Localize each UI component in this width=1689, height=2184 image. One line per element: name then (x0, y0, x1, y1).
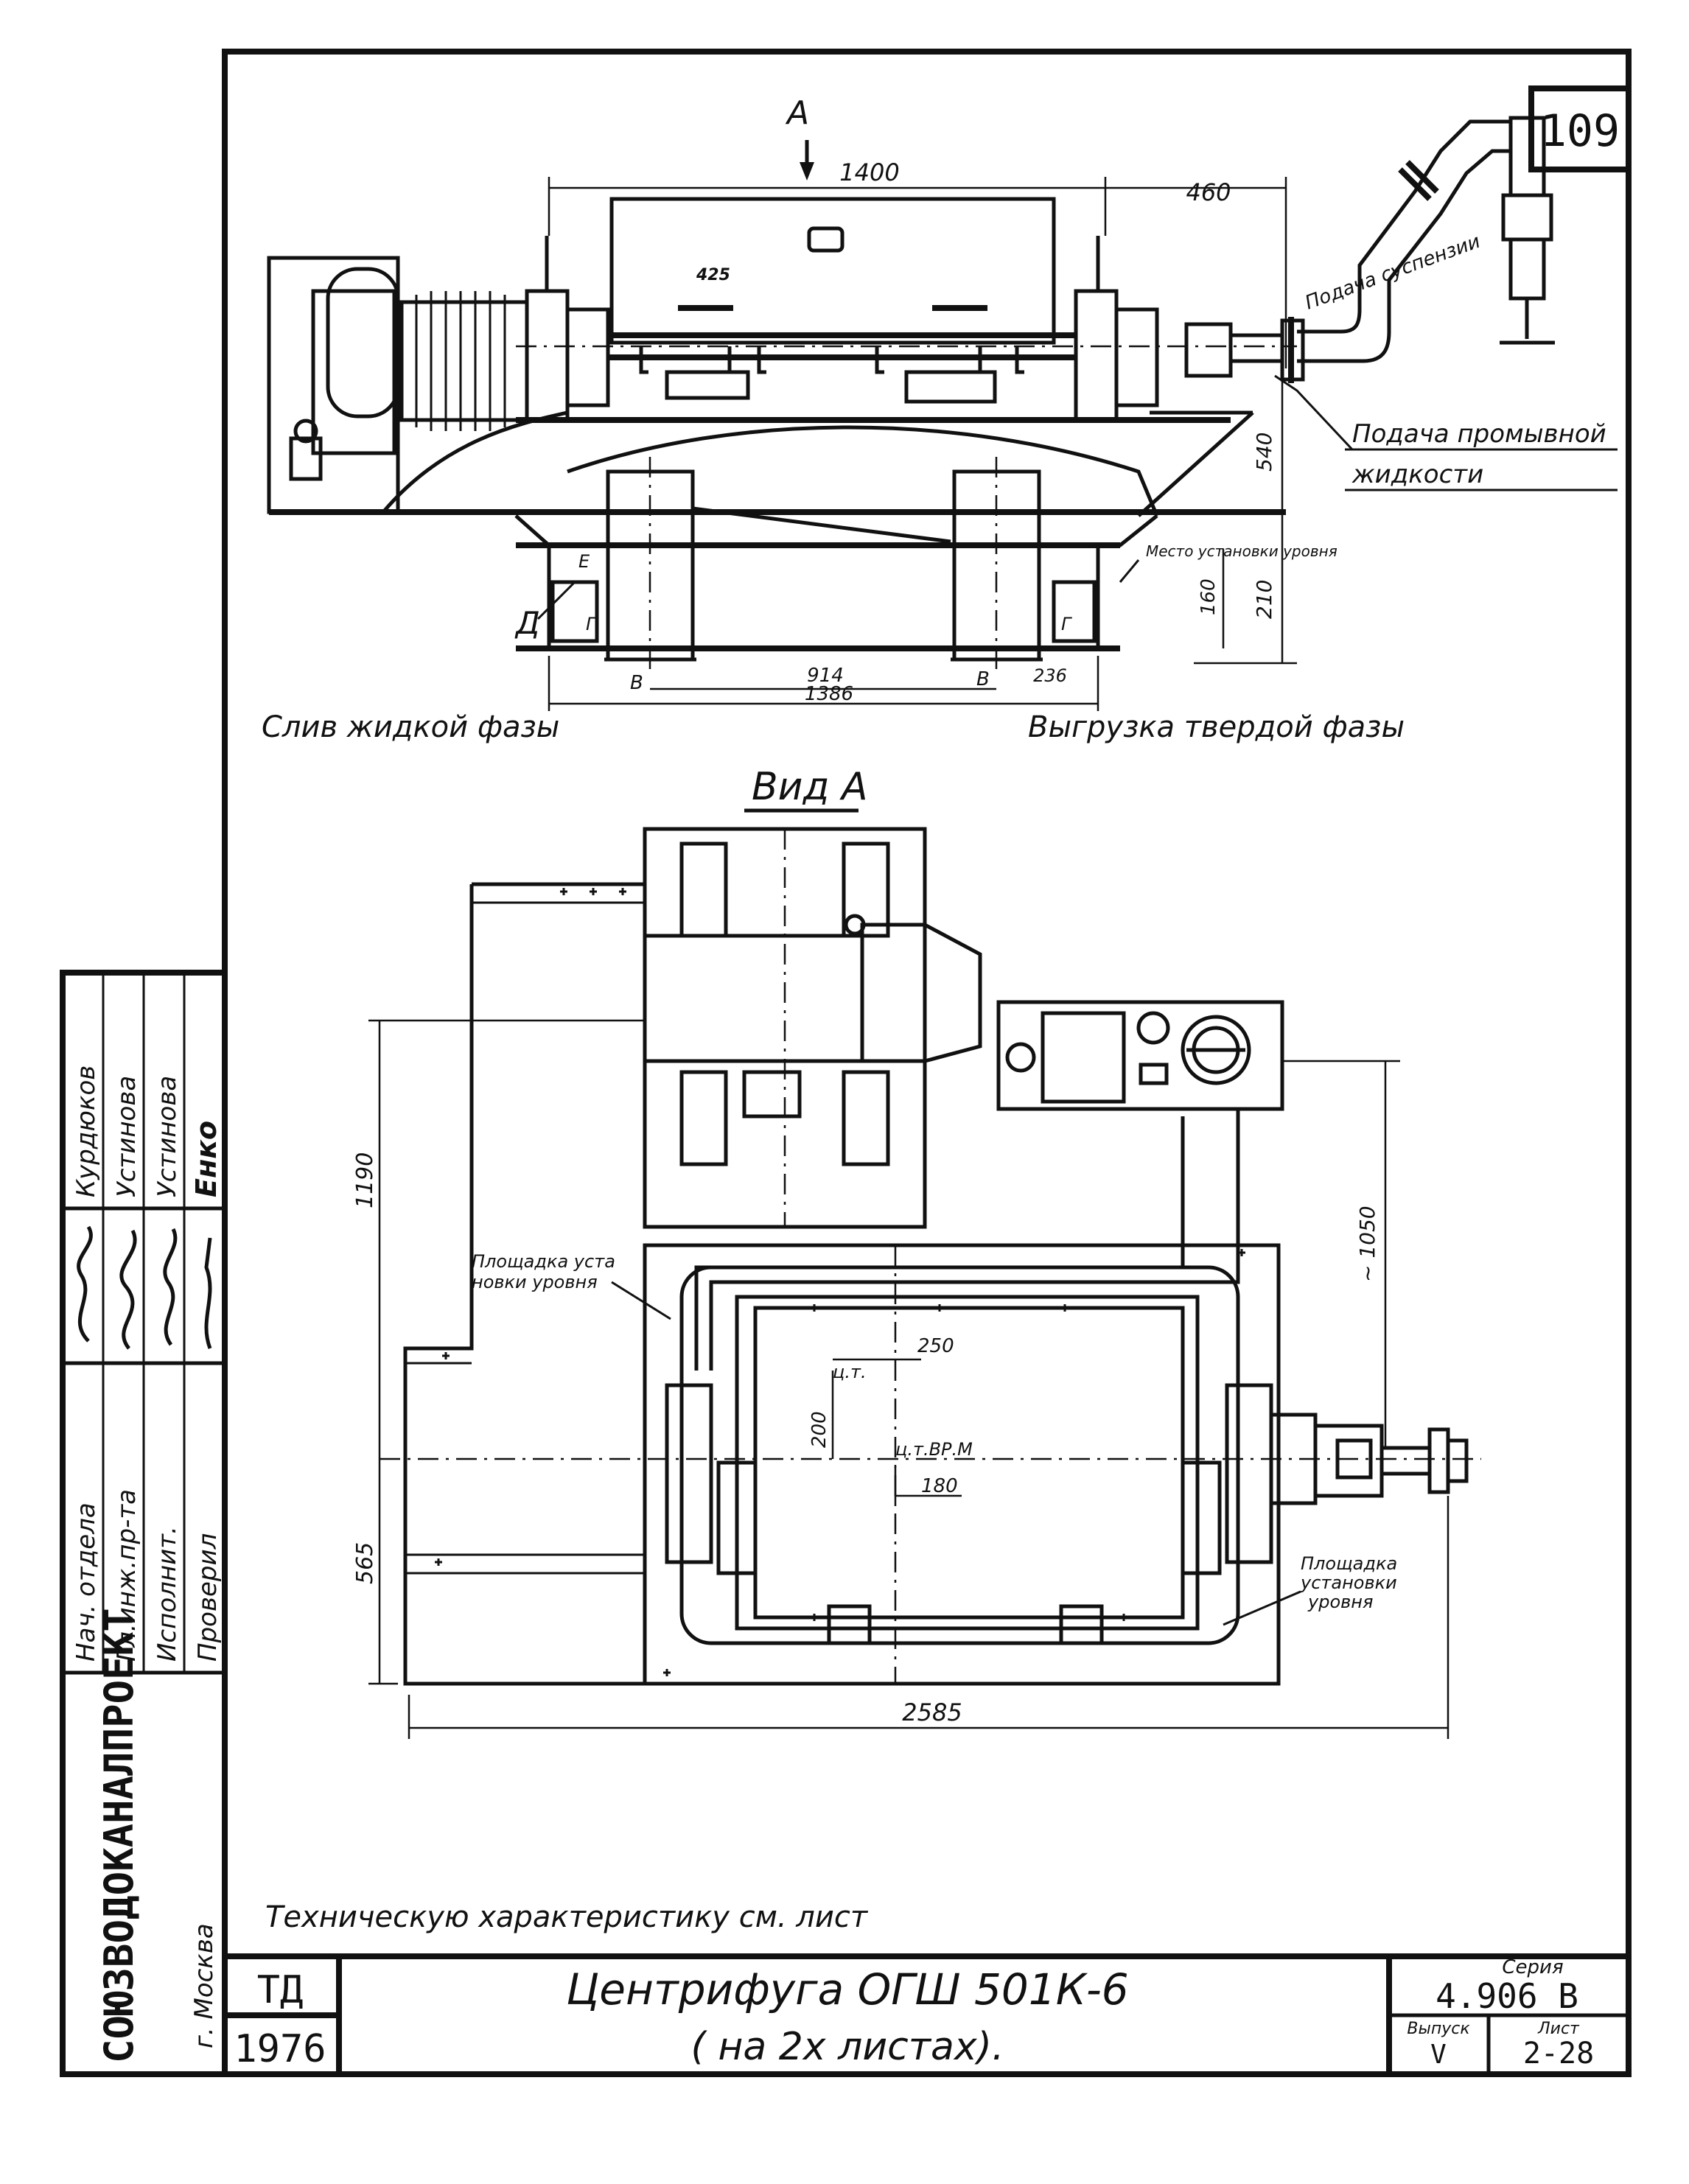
dim-540: 540 (1252, 433, 1276, 472)
label-platform-right-1: Площадка (1301, 1553, 1397, 1574)
mark-b-right: В (976, 668, 990, 690)
series-label: Серия (1502, 1956, 1563, 1978)
sheet-label: Лист (1537, 2020, 1580, 2038)
stamp-organization: СОЮЗВОДОКАНАЛПРОЕКТ (96, 1608, 142, 2063)
label-platform-right-3: уровня (1307, 1592, 1373, 1612)
mark-e-left: Е (578, 551, 590, 572)
series-value: 4.906 В (1436, 1976, 1578, 2016)
label-liquid-drain: Слив жидкой фазы (262, 710, 559, 744)
signature-1 (77, 1225, 93, 1343)
dim-565: 565 (352, 1542, 378, 1584)
label-platform-left-2: новки уровня (472, 1272, 598, 1292)
dim-1400: 1400 (839, 158, 899, 186)
stamp-role-2: Гл.инж.пр-та (112, 1489, 141, 1662)
issue-value: V (1430, 2040, 1447, 2070)
plan-view-a: Вид А (352, 765, 1481, 1739)
mark-b-left: В (630, 672, 643, 694)
stamp-year: 1976 (234, 2027, 326, 2071)
stamp-city: г. Москва (189, 1923, 219, 2048)
label-platform-right-2: установки (1300, 1572, 1397, 1593)
label-cg-rotor: ц.т.ВР.М (895, 1439, 973, 1460)
dim-236: 236 (1033, 665, 1067, 686)
mark-g-left: Г (586, 614, 597, 634)
stamp-name-2: Устинова (112, 1076, 141, 1197)
stamp-role-3: Исполнит. (153, 1526, 182, 1662)
label-slurry-feed: Подача суспензии (1302, 231, 1483, 315)
dim-160: 160 (1197, 578, 1220, 615)
sheet-value: 2-28 (1523, 2037, 1594, 2071)
dim-mark: 425 (696, 266, 730, 284)
stamp-role-1: Нач. отдела (71, 1502, 101, 1662)
label-wash-feed-1: Подача промывной (1352, 419, 1606, 449)
dim-1190: 1190 (352, 1152, 378, 1208)
dim-1050: ~ 1050 (1355, 1205, 1379, 1282)
issue-label: Выпуск (1407, 2020, 1470, 2038)
stamp-role-4: Проверил (193, 1533, 223, 1662)
signature-4 (204, 1237, 212, 1349)
view-a-title: Вид А (752, 765, 868, 809)
stamp-name-1: Курдюков (71, 1065, 101, 1197)
mark-section-d: Д (514, 605, 540, 641)
label-wash-feed-2: жидкости (1351, 460, 1483, 489)
dim-200: 200 (808, 1411, 830, 1448)
sheet-number: 109 (1540, 105, 1620, 157)
label-platform-left-1: Площадка уста (472, 1251, 615, 1272)
mark-g-right: Г (1061, 614, 1072, 634)
dim-180: 180 (921, 1475, 958, 1497)
dim-210: 210 (1252, 580, 1276, 619)
view-a-arrow-label: А (785, 94, 809, 132)
signature-3 (163, 1228, 178, 1346)
label-level-place: Место установки уровня (1146, 542, 1337, 560)
label-cg: ц.т. (833, 1362, 867, 1382)
sheet-number-box (1528, 85, 1632, 172)
tech-note: Техническую характеристику см. лист (265, 1900, 869, 1934)
signature-2 (119, 1229, 137, 1350)
drawing-title-line2: ( на 2х листах). (691, 2025, 1004, 2069)
stamp-name-3: Устинова (153, 1076, 182, 1197)
side-stamp: Нач. отдела Гл.инж.пр-та Исполнит. Прове… (60, 970, 228, 2077)
dim-1386: 1386 (805, 683, 853, 705)
drawing-title-line1: Центрифуга ОГШ 501К-6 (566, 1964, 1128, 2015)
stamp-td: ТД (257, 1968, 304, 2012)
stamp-name-4: Енко (190, 1121, 223, 1197)
title-block: ТД 1976 Центрифуга ОГШ 501К-6 ( на 2х ли… (225, 1953, 1629, 2074)
dim-914: 914 (807, 665, 844, 687)
dim-250: 250 (917, 1335, 954, 1357)
dim-2585: 2585 (902, 1698, 962, 1726)
dim-460: 460 (1186, 178, 1231, 206)
elevation-view: А 1400 460 425 (262, 94, 1618, 744)
label-solid-unload: Выгрузка твердой фазы (1028, 710, 1405, 744)
